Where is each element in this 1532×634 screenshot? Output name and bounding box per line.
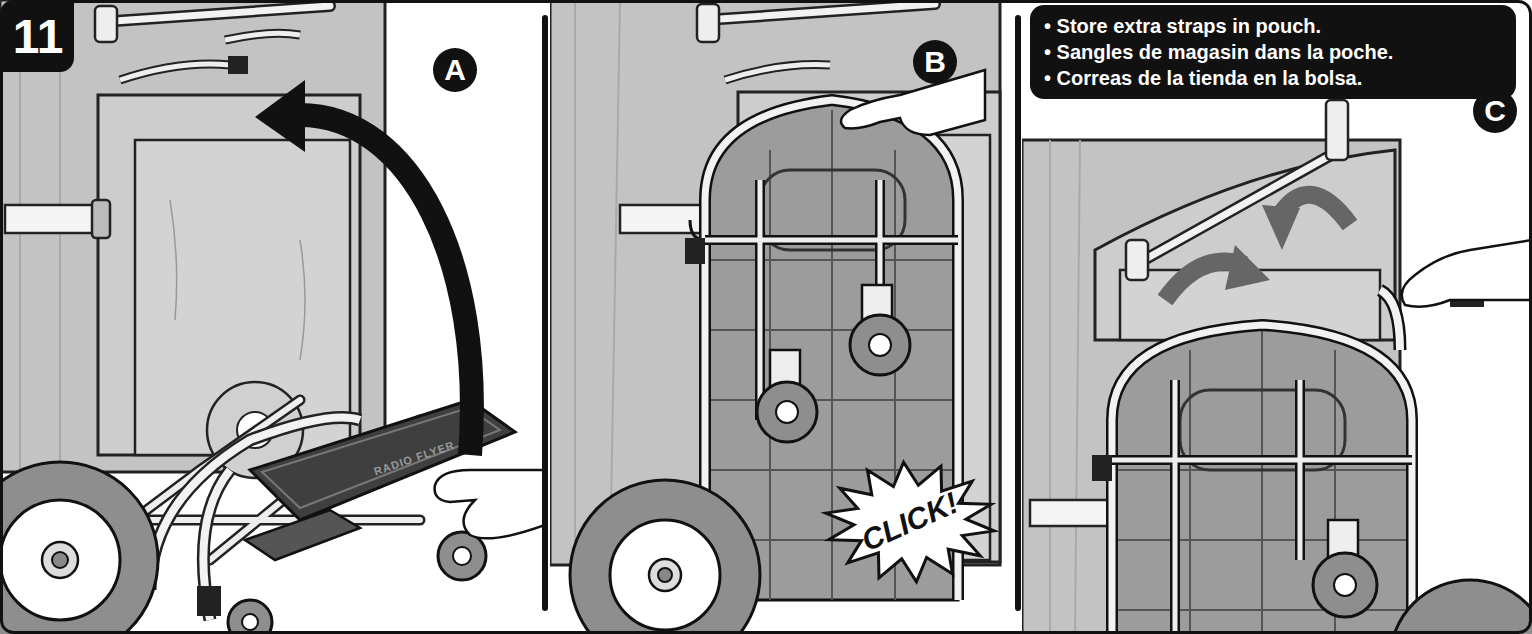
brand-emboss: RADIO FLYER	[372, 439, 456, 478]
note-line: • Correas de la tienda en la bolsa.	[1044, 65, 1362, 91]
wheel	[0, 462, 158, 634]
panel-letter: B	[912, 39, 958, 85]
click-burst: CLICK!	[825, 462, 995, 582]
hand	[1402, 240, 1532, 307]
panel-letter: C	[1472, 88, 1518, 134]
panel-a	[0, 0, 545, 634]
wheel	[1390, 580, 1532, 634]
hand	[435, 470, 545, 538]
step-label: C	[1484, 96, 1506, 126]
panel-divider	[542, 18, 548, 608]
wagon-body	[0, 0, 385, 472]
panel-c	[1022, 100, 1532, 634]
hand	[841, 70, 985, 135]
note-line: • Sangles de magasin dans la poche.	[1044, 39, 1393, 65]
caster-wheel	[757, 382, 817, 442]
note-banner: • Store extra straps in pouch.• Sangles …	[1030, 5, 1516, 99]
wheel	[570, 480, 760, 634]
direction-arrow	[300, 115, 472, 455]
pouch	[1095, 150, 1395, 340]
folded-deck	[1112, 325, 1412, 634]
panel-b	[550, 0, 1000, 634]
panel-letter: A	[432, 47, 478, 93]
step-label: 11	[13, 13, 64, 61]
step-label: B	[924, 47, 946, 77]
step-label: A	[444, 55, 466, 85]
side-strap	[5, 205, 100, 233]
caster-wheel	[1313, 553, 1377, 617]
caster-wheel	[438, 532, 486, 580]
step-number: 11	[2, 2, 74, 72]
panel-divider	[1015, 18, 1021, 608]
note-line: • Store extra straps in pouch.	[1044, 13, 1321, 39]
